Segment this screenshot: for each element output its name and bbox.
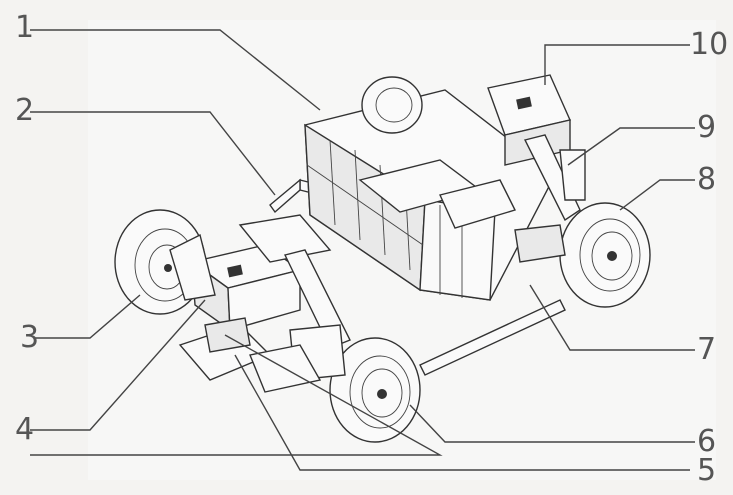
label-2: 2 [15, 93, 34, 128]
label-4: 4 [15, 412, 34, 447]
label-1: 1 [15, 10, 34, 45]
part-labels: 1 2 3 4 5 6 7 8 9 10 [15, 10, 728, 488]
label-6: 6 [697, 424, 716, 459]
rear-right-wheel [559, 202, 651, 308]
front-drive-unit [169, 233, 351, 393]
front-right-wheel [329, 337, 421, 443]
label-8: 8 [697, 162, 716, 197]
label-10: 10 [690, 27, 728, 62]
label-5: 5 [697, 453, 716, 488]
rear-left-wheel [361, 76, 423, 134]
label-3: 3 [20, 320, 39, 355]
label-7: 7 [697, 332, 716, 367]
label-9: 9 [697, 110, 716, 145]
battery-frame-assembly [304, 89, 556, 301]
rear-suspension [514, 134, 586, 263]
leader-lines [30, 29, 695, 471]
